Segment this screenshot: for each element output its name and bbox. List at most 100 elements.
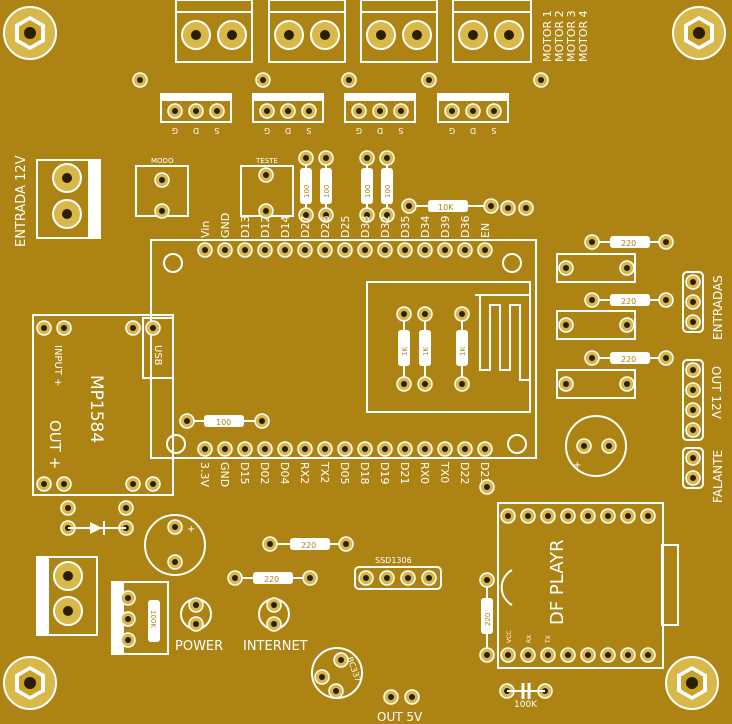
esp32-pin-d33 [357,242,373,258]
power-label: POWER [175,639,223,654]
esp32-pin-tx0 [437,441,453,457]
transistor-bc337 [311,647,363,699]
dfplayer-bottom-pin [640,647,656,663]
svg-text:100: 100 [364,185,372,198]
df-tx-label: TX [545,635,552,644]
esp32-pin-tx2 [317,441,333,457]
dfplayer-bottom-pin [560,647,576,663]
svg-text:D: D [470,126,476,135]
svg-text:G: G [449,126,455,135]
dfplayer-top-pin [640,508,656,524]
esp32-pin-label-d14: D14 [279,216,292,238]
resistor-220-b: 220 [227,570,318,586]
resistors-top-vertical [298,150,395,223]
dfplayer-top-pin [500,508,516,524]
mount-hole-bottom-left [3,656,57,710]
resistor-220-a: 220 [262,536,354,552]
esp32-pin-d05 [337,441,353,457]
svg-text:+: + [573,460,581,471]
esp32-pin-label-d15: D15 [238,462,251,484]
svg-text:220: 220 [621,355,636,364]
svg-text:1K: 1K [459,347,467,356]
esp32-pin-d23 [477,441,493,457]
out-5v-label: OUT 5V [377,710,423,724]
modo-label: MODO [151,157,174,165]
esp32-pin-d26 [317,242,333,258]
svg-text:100K: 100K [149,610,157,628]
entrada-12v-terminal [36,159,101,239]
resistor-10k-top: 10K [401,198,499,214]
esp32-pin-d18 [357,441,373,457]
motor-terminals [175,0,532,63]
esp32-pin-rx2 [297,441,313,457]
dfplayer-top-pin [540,508,556,524]
out-12v-header [682,359,704,441]
esp32-pin-vin [197,242,213,258]
esp32-pin-d04 [277,441,293,457]
esp32-pin-label-d39: D39 [439,216,452,238]
motor-terminal-pads [181,20,524,50]
mp1584-label: MP1584 [86,375,106,443]
svg-text:220: 220 [264,575,279,584]
entrada-12v-label: ENTRADA 12V [14,155,29,247]
dfplayer-top-pin [620,508,636,524]
esp32-pin-d32 [377,242,393,258]
dfplayer-bottom-pin [620,647,636,663]
esp32-pin-d13 [237,242,253,258]
motor-label-1: MOTOR 1 [541,10,554,62]
svg-text:1K: 1K [401,347,409,356]
usb-label: USB [152,345,163,366]
capacitor-100k [499,683,553,699]
esp32-pin-d14 [277,242,293,258]
esp32-pin-label-d36: D36 [459,216,472,238]
dfplayer-bottom-pin [580,647,596,663]
dfplayer-bottom-pin [540,647,556,663]
svg-text:100: 100 [303,185,311,198]
ssd1306-label: SSD1306 [375,556,412,565]
svg-text:1K: 1K [422,347,430,356]
esp32-pin-label-d05: D05 [338,462,351,484]
esp32-pin-label-d35: D35 [399,216,412,238]
svg-text:220: 220 [621,239,636,248]
esp32-bottom-pads [197,441,493,457]
svg-text:D: D [377,126,383,135]
svg-text:+: + [187,524,195,535]
potentiometer-100k: 100K [111,581,169,655]
mount-hole-top-right [672,6,726,60]
svg-text:G: G [264,126,270,135]
svg-text:100: 100 [323,185,331,198]
entradas-header [682,271,704,333]
esp32-pin-rx0 [417,441,433,457]
esp32-pin-label-d12: D12 [259,216,272,238]
esp32-pin-d39 [437,242,453,258]
mp-input-label: INPUT + [52,345,63,386]
svg-text:100: 100 [216,418,231,427]
dfplayer-top-pin [520,508,536,524]
teste-label: TESTE [255,157,278,165]
mount-hole-top-left [3,6,57,60]
svg-text:220: 220 [484,613,492,626]
svg-text:S: S [214,126,219,135]
terminal-bottom-left [36,556,98,636]
dfplayer-top-pin [560,508,576,524]
servo-header-pads [167,103,502,119]
svg-text:10K: 10K [438,203,454,212]
esp32-pin-label-rx2: RX2 [298,462,311,484]
esp32-pin-label-gnd: GND [219,213,232,238]
svg-text:S: S [491,126,496,135]
esp32-pin-label-d32: D32 [379,216,392,238]
motor-labels: MOTOR 1 MOTOR 2 MOTOR 3 MOTOR 4 [541,10,590,62]
dfplayer-bottom-pin [500,647,516,663]
svg-text:G: G [172,126,178,135]
esp32-pin-d15 [237,441,253,457]
via-df-left [479,479,495,495]
mp-out-label: OUT + [46,420,64,469]
esp32-pin-label-d26: D26 [319,216,332,238]
esp32-pin-label-rx0: RX0 [418,462,431,484]
resistor-labels-top: 100 100 100 100 [303,185,392,198]
svg-text:D: D [285,126,291,135]
